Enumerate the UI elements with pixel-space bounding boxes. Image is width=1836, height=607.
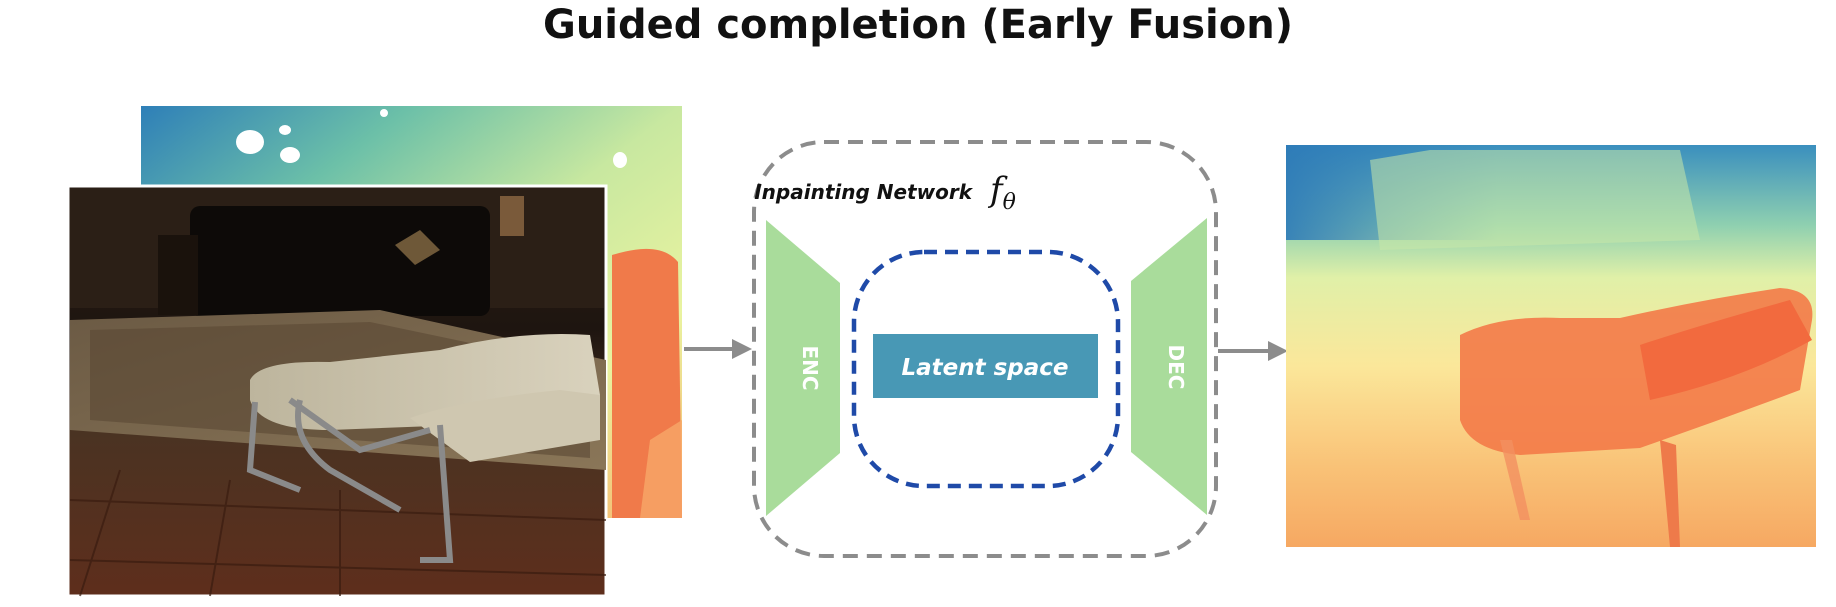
encoder-block	[766, 220, 840, 516]
latent-space-label: Latent space	[901, 355, 1068, 381]
encoder-label: ENC	[798, 345, 822, 390]
decoder-block	[1131, 218, 1207, 515]
diagram-title: Guided completion (Early Fusion)	[543, 2, 1293, 48]
network-label: Inpainting Network	[754, 180, 973, 204]
dense-depth-output-image	[1286, 145, 1816, 547]
network-function-symbol: fθ	[987, 170, 1016, 215]
decoder-label: DEC	[1164, 345, 1188, 390]
rgb-input-image	[66, 184, 608, 598]
latent-space-box	[873, 334, 1098, 398]
latent-region	[851, 249, 1121, 489]
